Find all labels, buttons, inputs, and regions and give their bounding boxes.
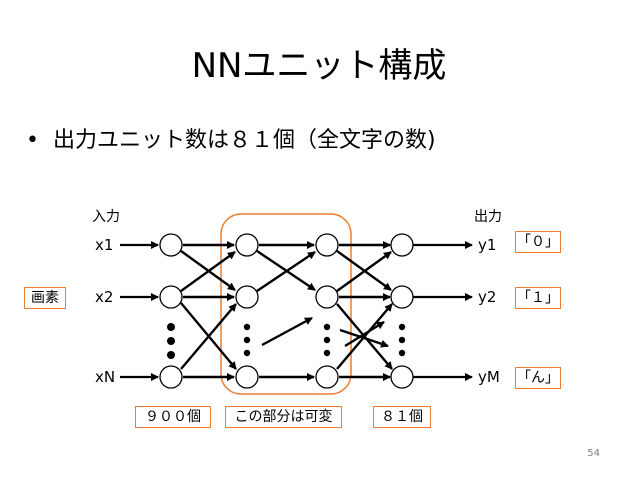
variable-part-callout: この部分は可変	[225, 406, 342, 428]
neuron-nodes	[159, 233, 414, 389]
bullet-icon: •	[26, 128, 39, 153]
neuron-node	[235, 285, 259, 309]
variable-region-highlight	[220, 213, 352, 395]
output-label: y2	[478, 288, 496, 306]
neuron-node	[390, 285, 414, 309]
output-0-callout: 「０」	[515, 231, 561, 253]
output-label: y1	[478, 236, 496, 254]
neuron-node	[159, 365, 183, 389]
output-header: 出力	[474, 209, 502, 225]
neuron-node	[390, 233, 414, 257]
pixel-callout: 画素	[24, 287, 66, 309]
input-header: 入力	[92, 209, 120, 225]
input-label: x1	[95, 236, 113, 254]
output-1-callout: 「１」	[515, 287, 561, 309]
neuron-node	[159, 285, 183, 309]
input-label: x2	[95, 288, 113, 306]
bullet-text: 出力ユニット数は８１個（全文字の数)	[52, 128, 436, 153]
connections-layer3	[336, 241, 393, 381]
input-label: xN	[95, 368, 115, 386]
slide-title: NNユニット構成	[191, 46, 447, 86]
page-number: 54	[587, 448, 600, 459]
ellipsis-dots	[167, 323, 406, 359]
output-label: yM	[478, 368, 500, 386]
output-count-callout: ８１個	[373, 406, 431, 428]
neuron-node	[159, 233, 183, 257]
input-count-callout: ９００個	[135, 406, 211, 428]
neuron-node	[315, 285, 339, 309]
bullet-item: • 出力ユニット数は８１個（全文字の数)	[26, 122, 436, 154]
connections-layer2	[256, 241, 316, 381]
connections-layer1	[180, 241, 237, 381]
neuron-node	[315, 233, 339, 257]
neuron-node	[235, 365, 259, 389]
neuron-node	[390, 365, 414, 389]
neuron-node	[235, 233, 259, 257]
neuron-node	[315, 365, 339, 389]
output-n-callout: 「ん」	[515, 367, 561, 389]
